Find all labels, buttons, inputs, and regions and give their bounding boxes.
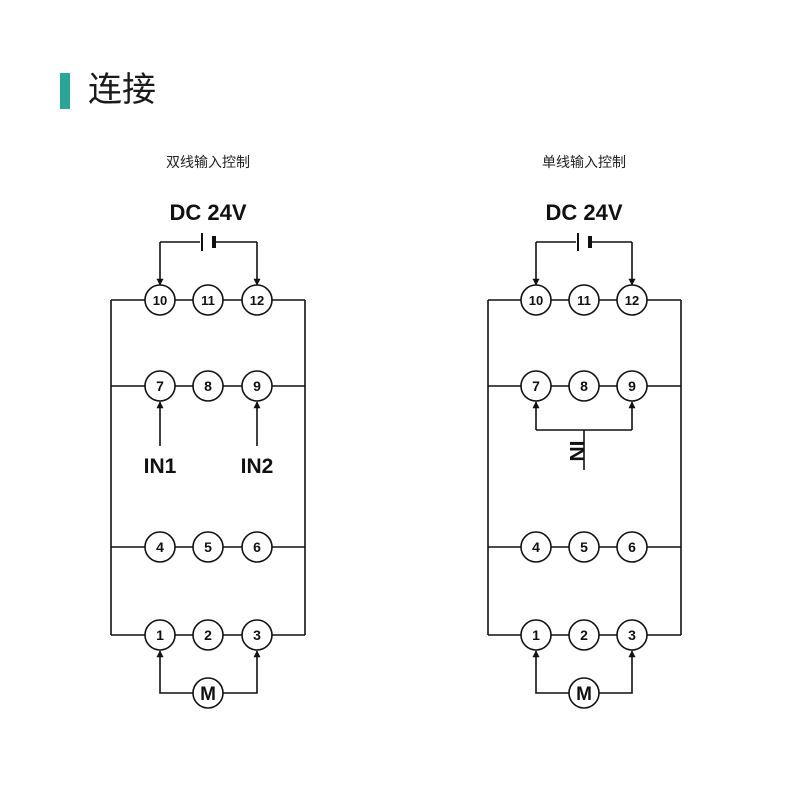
terminal-label: 4 [156,539,164,555]
motor-wire-to-3 [599,650,636,694]
terminal-label: 3 [253,627,261,643]
terminal-label: 7 [156,378,164,394]
terminal-1 [520,619,552,651]
terminal-label: 1 [156,627,164,643]
motor-wire-to-1 [156,650,193,694]
terminal-label: 5 [204,539,212,555]
terminal-7 [520,370,552,402]
terminal-6 [241,531,273,563]
terminal-label: 2 [204,627,212,643]
supply-label: DC 24V [545,200,622,225]
terminal-label: 3 [628,627,636,643]
terminal-12 [241,284,273,316]
terminal-label: 12 [625,293,639,308]
terminal-12 [616,284,648,316]
motor-label: M [576,684,592,705]
side-rails [110,300,306,635]
terminal-5 [192,531,224,563]
terminal-label: 7 [532,378,540,394]
terminal-10 [144,284,176,316]
terminal-6 [616,531,648,563]
terminal-11 [192,284,224,316]
terminal-label: 11 [577,293,591,308]
title-accent-bar [60,73,70,109]
terminal-2 [192,619,224,651]
terminal-label: 9 [628,378,636,394]
motor-symbol [568,677,600,709]
diagram-single-input: 单线输入控制 DC 24V 10 11 12 7 8 9 IN 4 [487,155,682,709]
page-title: 连接 [88,70,156,110]
side-rails [487,300,682,635]
input-label-in: IN [565,441,588,462]
input-label-in1: IN1 [144,455,177,478]
terminal-label: 10 [529,293,543,308]
terminal-label: 12 [250,293,264,308]
motor-wire-to-3 [223,650,261,694]
terminal-8 [192,370,224,402]
caption-single-input: 单线输入控制 [542,155,626,171]
caption-dual-input: 双线输入控制 [166,155,250,171]
supply-label: DC 24V [169,200,246,225]
terminal-label: 6 [628,539,636,555]
terminal-label: 10 [153,293,167,308]
terminal-11 [568,284,600,316]
terminal-4 [144,531,176,563]
terminal-1 [144,619,176,651]
terminal-2 [568,619,600,651]
terminal-4 [520,531,552,563]
motor-symbol [192,677,224,709]
terminal-label: 2 [580,627,588,643]
terminal-8 [568,370,600,402]
terminal-label: 4 [532,539,540,555]
terminal-label: 8 [580,378,588,394]
terminal-label: 1 [532,627,540,643]
motor-wire-to-1 [532,650,569,694]
terminal-9 [616,370,648,402]
terminal-label: 9 [253,378,261,394]
terminal-label: 6 [253,539,261,555]
terminal-3 [241,619,273,651]
terminal-3 [616,619,648,651]
motor-label: M [200,684,216,705]
terminal-label: 8 [204,378,212,394]
terminal-5 [568,531,600,563]
terminal-10 [520,284,552,316]
input-label-in2: IN2 [241,455,274,478]
terminal-label: 11 [201,293,215,308]
terminal-7 [144,370,176,402]
diagram-dual-input: 双线输入控制 DC 24V 10 11 12 7 8 9 IN1 IN2 [110,155,306,709]
terminal-9 [241,370,273,402]
terminal-label: 5 [580,539,588,555]
